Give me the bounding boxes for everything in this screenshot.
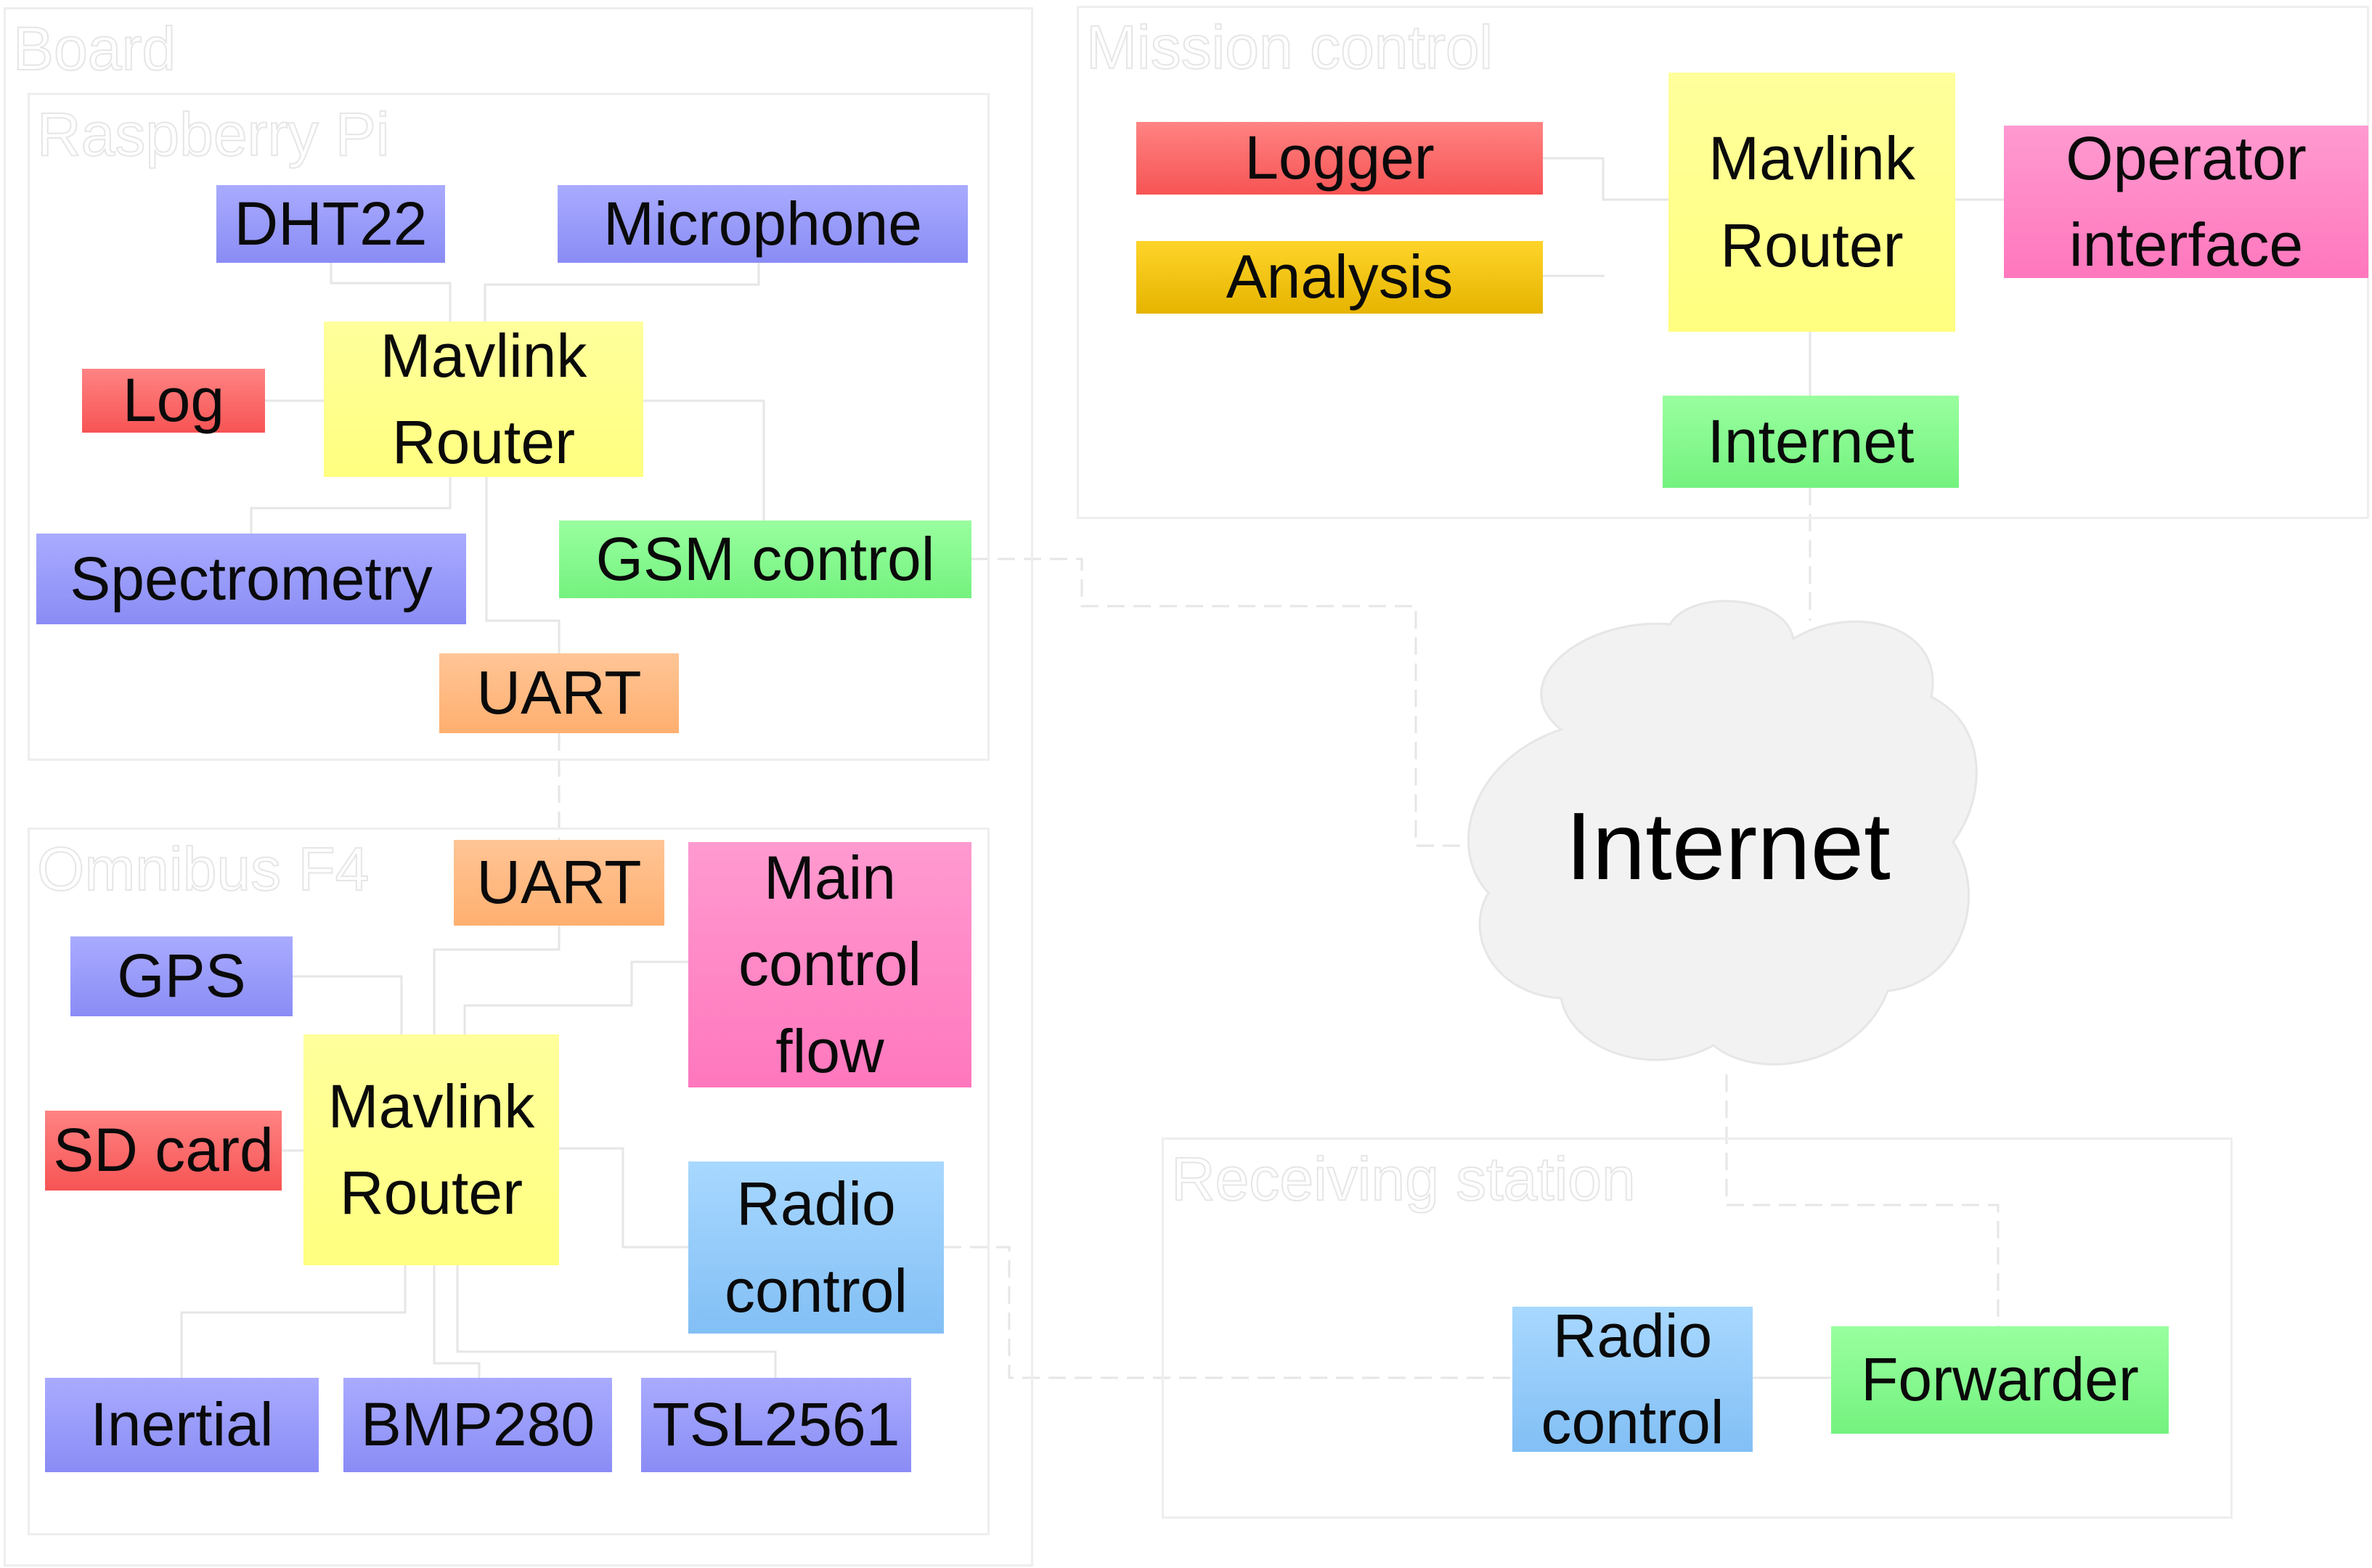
node-omnibus-mavlink-router: Mavlink Router (303, 1034, 559, 1265)
wire-spectrometry-router (250, 477, 452, 534)
wire-router-radio (559, 1147, 688, 1249)
wire-router-gsm (643, 399, 765, 520)
wire-router-uart (485, 477, 561, 653)
node-mission-mavlink-router: Mavlink Router (1668, 73, 1955, 332)
group-omnibus: Omnibus F4 (28, 828, 990, 1535)
node-mission-internet: Internet (1663, 396, 1959, 488)
link-cloud-forwarder (1725, 1074, 2000, 1326)
node-operator-interface: Operator interface (2004, 124, 2368, 279)
link-gsm-cloud (971, 558, 1485, 847)
internet-cloud-label: Internet (1565, 792, 1891, 899)
node-omnibus-radio-control: Radio control (688, 1161, 944, 1334)
node-pi-uart: UART (439, 653, 679, 733)
group-label-board: Board (12, 15, 176, 83)
wire-router-tsl2561 (456, 1265, 777, 1378)
group-label-omnibus: Omnibus F4 (36, 835, 370, 904)
node-pi-mavlink-router: Mavlink Router (324, 322, 643, 477)
node-analysis: Analysis (1136, 241, 1543, 314)
node-logger: Logger (1136, 122, 1543, 195)
wire-router-bmp280 (433, 1265, 481, 1378)
wire-main-router (463, 960, 688, 1034)
node-bmp280: BMP280 (343, 1378, 612, 1472)
group-receiving-station: Receiving station (1162, 1138, 2233, 1519)
node-spectrometry: Spectrometry (36, 534, 466, 624)
node-dht22: DHT22 (216, 185, 445, 263)
group-label-receiving-station: Receiving station (1170, 1145, 1637, 1214)
wire-uart-router (433, 926, 561, 1034)
wire-dht22-router (330, 263, 452, 322)
wire-gps-router (293, 975, 403, 1034)
node-receiving-radio-control: Radio control (1512, 1302, 1753, 1456)
link-radio-radio (944, 1246, 1512, 1379)
node-gsm-control: GSM control (559, 520, 971, 598)
wire-router-inertial (180, 1265, 407, 1378)
cloud-shape (1467, 600, 1978, 1066)
group-label-mission-control: Mission control (1085, 13, 1493, 82)
group-board: Board (4, 7, 1033, 1567)
node-log: Log (82, 366, 265, 434)
wire-microphone-router (484, 263, 760, 322)
node-forwarder: Forwarder (1831, 1326, 2169, 1434)
wire-logger-router (1543, 157, 1668, 201)
node-tsl2561: TSL2561 (641, 1378, 911, 1472)
node-gps: GPS (70, 936, 293, 1016)
node-sd-card: SD card (45, 1111, 282, 1191)
node-microphone: Microphone (558, 185, 968, 263)
node-omnibus-uart: UART (454, 840, 664, 926)
node-main-control-flow: Main control flow (688, 842, 971, 1087)
group-raspberry-pi: Raspberry Pi (28, 93, 990, 761)
node-inertial: Inertial (45, 1378, 319, 1472)
group-label-raspberry-pi: Raspberry Pi (36, 100, 391, 169)
